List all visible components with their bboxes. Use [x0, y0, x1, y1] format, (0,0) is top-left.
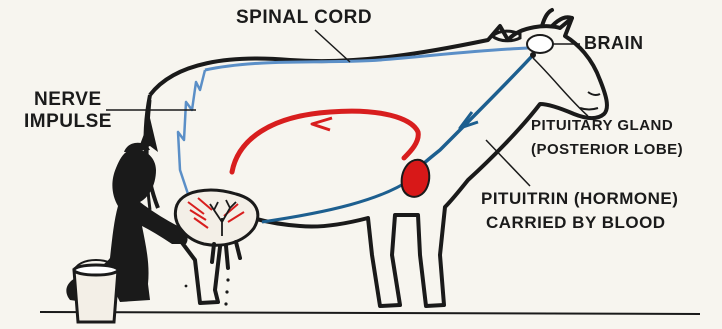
heart-shape: [402, 160, 430, 197]
leader-spinal-cord: [315, 30, 350, 62]
muzzle: [580, 92, 600, 110]
udder-shape: [175, 190, 257, 245]
pituitary-dot: [530, 52, 536, 58]
label-hormone-2: CARRIED BY BLOOD: [486, 214, 666, 232]
udder-vessel-line: [262, 180, 410, 222]
bucket-rim: [74, 265, 118, 275]
label-pituitary-1: PITUITARY GLAND: [531, 118, 673, 134]
nerve-impulse-line: [178, 70, 205, 200]
label-brain: BRAIN: [584, 34, 644, 53]
label-hormone-1: PITUITRIN (HORMONE): [481, 190, 678, 208]
leader-hormone: [486, 140, 530, 186]
ground-line: [40, 312, 700, 314]
label-pituitary-2: (POSTERIOR LOBE): [531, 142, 683, 158]
label-nerve-impulse-2: IMPULSE: [24, 112, 112, 132]
label-nerve-impulse-1: NERVE: [34, 90, 102, 110]
milk-bucket: [74, 270, 118, 322]
blood-vessel-line: [418, 55, 533, 170]
label-spinal-cord: SPINAL CORD: [236, 8, 372, 28]
brain-shape: [527, 35, 553, 53]
artery-arrow: [312, 118, 332, 130]
